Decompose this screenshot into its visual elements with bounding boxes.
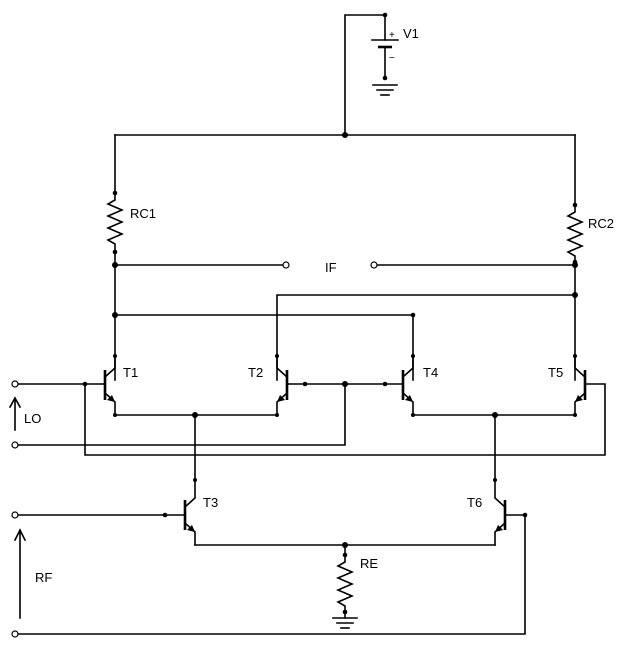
lo-terminal-bottom[interactable] — [11, 441, 19, 449]
rf-terminal-bottom[interactable] — [11, 630, 19, 638]
t2-label: T2 — [248, 365, 263, 380]
t1-label: T1 — [123, 365, 138, 380]
v1-plus-sign: + — [389, 30, 395, 41]
transistor-t5: T5 — [548, 354, 587, 416]
rf-label: RF — [35, 570, 52, 585]
collector-cross-t1-t4 — [114, 314, 414, 381]
collector-cross-t2-t5 — [276, 294, 576, 381]
t6-label: T6 — [467, 495, 482, 510]
transistor-t6: T6 — [467, 479, 507, 546]
t5-label: T5 — [548, 365, 563, 380]
if-port: IF — [112, 260, 578, 275]
lo-port: LO — [8, 380, 606, 456]
v1-label: V1 — [403, 26, 419, 41]
if-label: IF — [325, 260, 337, 275]
if-terminal-left[interactable] — [282, 261, 290, 269]
transistor-t2: T2 — [248, 354, 289, 416]
transistor-t1: T1 — [103, 354, 138, 416]
re-label: RE — [360, 556, 378, 571]
transistor-t3: T3 — [183, 479, 218, 546]
if-terminal-right[interactable] — [370, 261, 378, 269]
resistor-rc1: RC1 — [105, 134, 156, 381]
lo-label: LO — [24, 411, 41, 426]
rf-port: RF — [11, 511, 528, 638]
resistor-rc2: RC2 — [565, 134, 614, 381]
rf-terminal-top[interactable] — [11, 511, 19, 519]
t4-label: T4 — [423, 365, 438, 380]
resistor-re: RE — [332, 544, 378, 629]
rc2-label: RC2 — [588, 216, 614, 231]
supply-v1: V1 + − — [344, 12, 419, 136]
lo-terminal-top[interactable] — [11, 380, 19, 388]
v1-minus-sign: − — [389, 53, 395, 64]
transistor-t4: T4 — [401, 354, 438, 416]
rc1-label: RC1 — [130, 206, 156, 221]
t3-label: T3 — [203, 495, 218, 510]
